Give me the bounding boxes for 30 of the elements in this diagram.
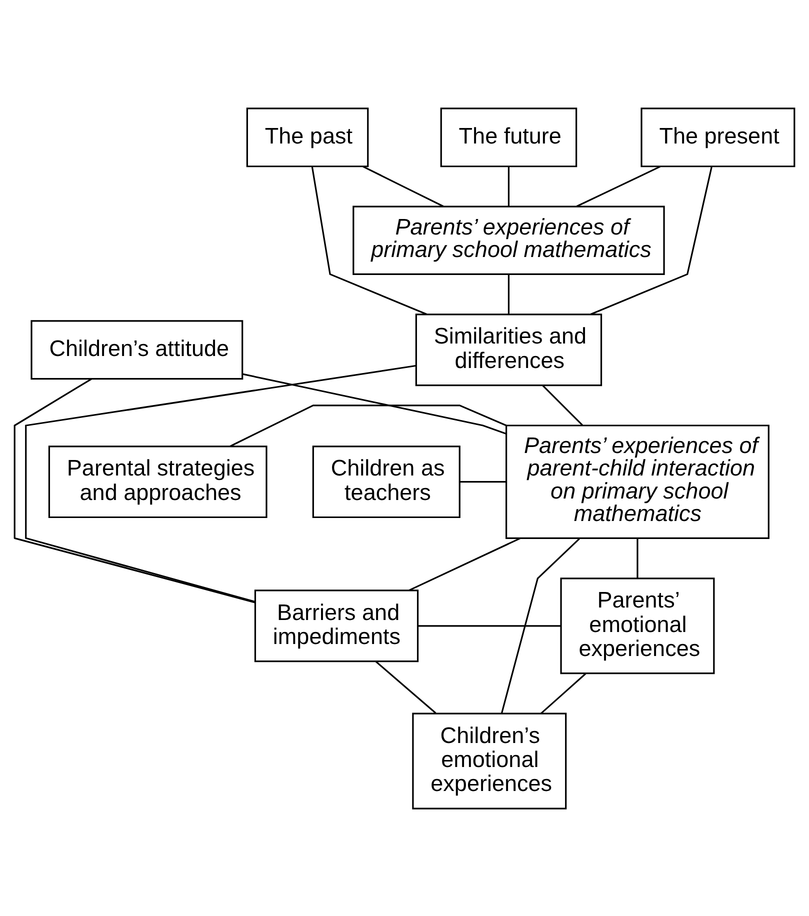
node-box: Children’s emotional experiences [412,712,567,809]
node-box: Barriers and impediments [254,589,419,662]
connector [500,538,580,714]
connector [375,660,436,714]
node-box: Children’s attitude [30,320,244,380]
node-box: The future [440,107,578,167]
connector [418,624,561,626]
connector [460,480,506,482]
connector [576,165,661,207]
connector [362,165,444,207]
node-box: Parental strategies and approaches [48,445,268,518]
node-box: The present [640,107,796,167]
node-box: Children as teachers [312,445,460,518]
connector [540,672,586,714]
connector [508,166,510,206]
node-box: Parents’ emotional experiences [560,577,715,674]
node-box: Similarities and differences [415,313,602,386]
connector [590,166,712,314]
node-box: The past [246,107,369,167]
connector [508,274,510,314]
connector [408,537,521,591]
connector [542,384,584,426]
node-box: Parents’ experiences of parent-child interaction on primary school mathematics [506,424,770,538]
connector [14,378,256,603]
connector [242,372,506,434]
node-box: Parents’ experiences of primary school mathematics [352,205,665,275]
connector [25,364,416,602]
connector [636,538,638,578]
connector [311,166,428,314]
connector [230,404,507,447]
